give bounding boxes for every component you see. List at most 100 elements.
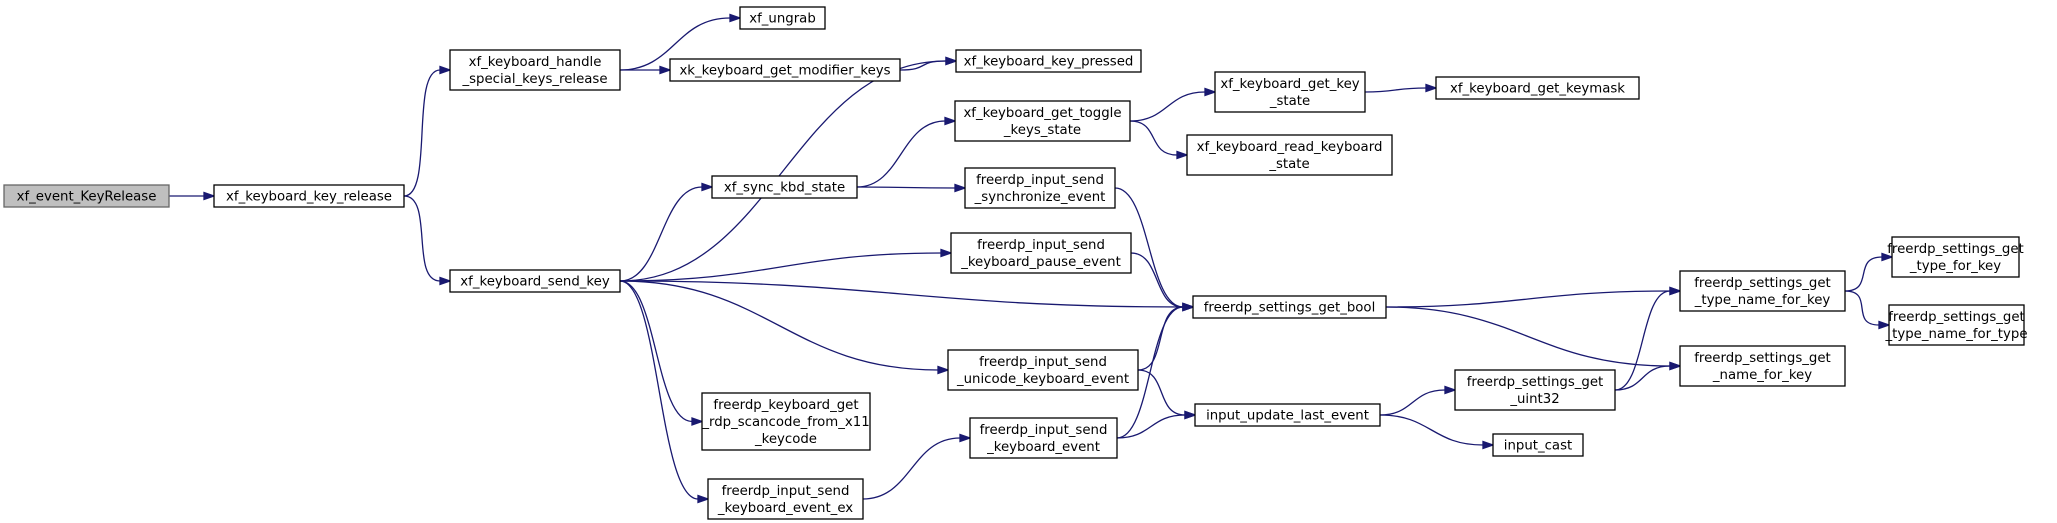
edge-n16-n22 [1379, 385, 1457, 416]
edge-arrowhead [1669, 286, 1682, 296]
graph-node-freerdp-input-send-keyboard-event[interactable]: freerdp_input_send_keyboard_event [969, 417, 1118, 459]
edges-layer [169, 13, 1894, 504]
node-label: xf_ungrab [749, 12, 816, 27]
edge-arrowhead [1204, 87, 1217, 97]
node-label: _type_for_key [1909, 259, 2001, 274]
edge-n2-n5 [620, 65, 672, 75]
edge-n10-n9 [1137, 302, 1195, 371]
graph-node-freerdp-settings-get-type-name-for-key[interactable]: freerdp_settings_get_type_name_for_key [1679, 270, 1846, 312]
node-label: _unicode_keyboard_event [956, 372, 1129, 387]
edge-n8-n9 [1130, 252, 1195, 312]
node-label: _state [1268, 157, 1309, 172]
graph-node-freerdp-settings-get-bool[interactable]: freerdp_settings_get_bool [1192, 295, 1387, 319]
graph-node-freerdp-input-send-synchronize-event[interactable]: freerdp_input_send_synchronize_event [964, 167, 1116, 209]
graph-node-xk-keyboard-get-modifier-keys[interactable]: xk_keyboard_get_modifier_keys [669, 58, 901, 82]
node-label: freerdp_settings_get [1694, 351, 1831, 366]
graph-node-xf-sync-kbd-state[interactable]: xf_sync_kbd_state [711, 175, 858, 199]
edge-arrowhead [945, 56, 958, 66]
node-box [1194, 403, 1381, 427]
node-box [1435, 76, 1640, 100]
graph-node-freerdp-settings-get-type-for-key[interactable]: freerdp_settings_get _type_for_key [1887, 236, 2024, 278]
edge-n17-n19 [1364, 83, 1438, 93]
node-label: freerdp_settings_get [1888, 310, 2025, 325]
node-box [1679, 345, 1846, 387]
node-label: xf_keyboard_read_keyboard [1197, 140, 1383, 155]
graph-node-xf-keyboard-key-pressed[interactable]: xf_keyboard_key_pressed [955, 49, 1142, 73]
node-label: _synchronize_event [974, 190, 1106, 205]
edge-line [619, 280, 699, 500]
graph-node-xf-keyboard-key-release[interactable]: xf_keyboard_key_release [213, 184, 405, 208]
edge-arrowhead [691, 417, 704, 426]
node-label: _keys_state [1003, 123, 1081, 138]
edge-arrowhead [439, 65, 452, 75]
node-label: freerdp_input_send [980, 423, 1108, 438]
edge-line [619, 252, 942, 282]
node-box [1454, 369, 1616, 411]
graph-node-freerdp-input-send-unicode-keyboard-event[interactable]: freerdp_input_send_unicode_keyboard_even… [947, 349, 1139, 391]
edge-n7-n13 [856, 116, 957, 188]
edge-arrowhead [937, 365, 950, 375]
node-box [669, 58, 901, 82]
edge-line [1116, 306, 1184, 439]
node-box [1192, 295, 1387, 319]
graph-node-input-cast[interactable]: input_cast [1492, 433, 1584, 457]
edge-line [1137, 369, 1186, 416]
graph-node-freerdp-settings-get-type-name-for-type[interactable]: freerdp_settings_get _type_name_for_type [1885, 304, 2028, 346]
edge-arrowhead [959, 433, 972, 443]
graph-node-freerdp-input-send-keyboard-event-ex[interactable]: freerdp_input_send_keyboard_event_ex [707, 478, 864, 520]
edge-n20-n24 [1844, 252, 1894, 292]
graph-node-xf-keyboard-get-toggle-keys-state[interactable]: xf_keyboard_get_toggle _keys_state [954, 100, 1131, 142]
edge-line [1114, 187, 1184, 308]
node-label: xf_keyboard_get_keymask [1450, 82, 1625, 97]
node-box [964, 167, 1116, 209]
node-box [213, 184, 405, 208]
graph-node-xf-keyboard-get-keymask[interactable]: xf_keyboard_get_keymask [1435, 76, 1640, 100]
graph-node-xf-keyboard-send-key[interactable]: xf_keyboard_send_key [449, 269, 621, 293]
edge-line [403, 195, 441, 282]
edge-arrowhead [1184, 410, 1197, 420]
edge-line [619, 186, 703, 282]
edge-n3-n10 [619, 280, 950, 375]
graph-node-input-update-last-event[interactable]: input_update_last_event [1194, 403, 1381, 427]
node-label: freerdp_input_send [722, 484, 850, 499]
node-box [449, 269, 621, 293]
edge-n20-n25 [1844, 290, 1891, 330]
node-label: freerdp_keyboard_get [713, 398, 858, 413]
edge-line [1130, 252, 1184, 308]
edge-arrowhead [1482, 440, 1495, 450]
edge-line [1385, 306, 1671, 367]
edge-line [1385, 290, 1671, 308]
edge-n15-n9 [1116, 302, 1195, 439]
edge-line [619, 17, 731, 71]
node-label: freerdp_settings_get [1887, 242, 2024, 257]
edge-n22-n20 [1614, 286, 1682, 391]
node-box [1186, 134, 1393, 176]
edge-n12-n15 [862, 433, 972, 500]
node-box [1492, 433, 1584, 457]
node-box [947, 349, 1139, 391]
node-label: xf_sync_kbd_state [724, 181, 845, 196]
graph-node-freerdp-input-send-keyboard-pause-event[interactable]: freerdp_input_send_keyboard_pause_event [950, 232, 1132, 274]
edge-arrowhead [439, 276, 452, 286]
graph-node-freerdp-settings-get-uint32[interactable]: freerdp_settings_get_uint32 [1454, 369, 1616, 411]
node-label: _type_name_for_type [1885, 327, 2028, 342]
edge-n2-n4 [619, 13, 742, 71]
graph-node-xf-keyboard-get-key-state[interactable]: xf_keyboard_get_key_state [1214, 71, 1366, 113]
graph-node-xf-ungrab[interactable]: xf_ungrab [739, 6, 826, 30]
graph-node-freerdp-settings-get-name-for-key[interactable]: freerdp_settings_get _name_for_key [1679, 345, 1846, 387]
node-label: _special_keys_release [461, 72, 607, 87]
edge-n13-n17 [1129, 87, 1217, 122]
graph-node-freerdp-keyboard-get-rdp-scancode-from-x11-keycode[interactable]: freerdp_keyboard_get_rdp_scancode_from_x… [701, 392, 871, 451]
node-label: freerdp_settings_get_bool [1204, 301, 1376, 316]
edge-arrowhead [697, 494, 710, 504]
node-label: _name_for_key [1712, 368, 1812, 383]
edge-arrowhead [1176, 150, 1189, 160]
edge-line [856, 120, 946, 188]
node-label: _state [1269, 94, 1310, 109]
node-box [1891, 236, 2020, 278]
node-box [1888, 304, 2025, 346]
graph-node-xf-keyboard-read-keyboard-state[interactable]: xf_keyboard_read_keyboard _state [1186, 134, 1393, 176]
node-label: xf_keyboard_get_toggle [963, 106, 1121, 121]
graph-node-xf-keyboard-handle-special-keys-release[interactable]: xf_keyboard_handle_special_keys_release [449, 49, 621, 91]
